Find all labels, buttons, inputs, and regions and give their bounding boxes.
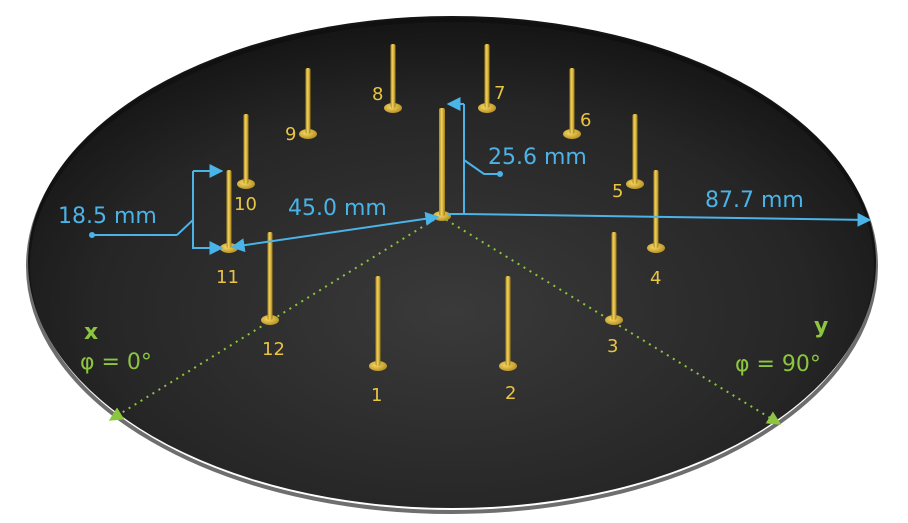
- x-angle-label: φ = 0°: [80, 350, 152, 375]
- pin-label-11: 11: [216, 267, 239, 288]
- pin-label-7: 7: [494, 83, 505, 104]
- center-pin-height-label: 25.6 mm: [488, 145, 587, 170]
- pin-label-3: 3: [607, 336, 618, 357]
- pin-label-12: 12: [262, 339, 285, 360]
- pin-label-2: 2: [505, 383, 516, 404]
- pin-label-9: 9: [285, 124, 296, 145]
- pin-8: [384, 44, 402, 113]
- pin-6: [563, 68, 581, 139]
- plate-radius-label: 87.7 mm: [705, 188, 804, 213]
- pin-4: [647, 170, 665, 253]
- pin-spacing-dimension: 18.5 mm: [58, 164, 224, 255]
- plate-rim: [26, 18, 878, 514]
- pin-label-6: 6: [580, 110, 591, 131]
- circle-radius-dimension: 45.0 mm: [230, 196, 440, 253]
- plate-radius-dimension: 87.7 mm: [463, 188, 872, 227]
- pin-2: [499, 276, 517, 371]
- pin-label-8: 8: [372, 84, 383, 105]
- pin-label-4: 4: [650, 268, 661, 289]
- pin-label-5: 5: [612, 181, 623, 202]
- y-axis-label: y: [814, 314, 828, 339]
- pin-label-1: 1: [371, 385, 382, 406]
- pin-7: [478, 44, 496, 113]
- x-axis-label: x: [84, 320, 98, 345]
- y-angle-label: φ = 90°: [735, 352, 821, 377]
- center-pin-height-dimension: 25.6 mm: [446, 97, 587, 215]
- base-plate: [28, 16, 876, 508]
- circle-radius-label: 45.0 mm: [288, 196, 387, 221]
- pin-1: [369, 276, 387, 371]
- pin-9: [299, 68, 317, 139]
- pin-10: [237, 114, 255, 189]
- pin-spacing-label: 18.5 mm: [58, 204, 157, 229]
- pin-3: [605, 232, 623, 325]
- pin-12: [261, 232, 279, 325]
- pin-label-10: 10: [234, 194, 257, 215]
- pin-5: [626, 114, 644, 189]
